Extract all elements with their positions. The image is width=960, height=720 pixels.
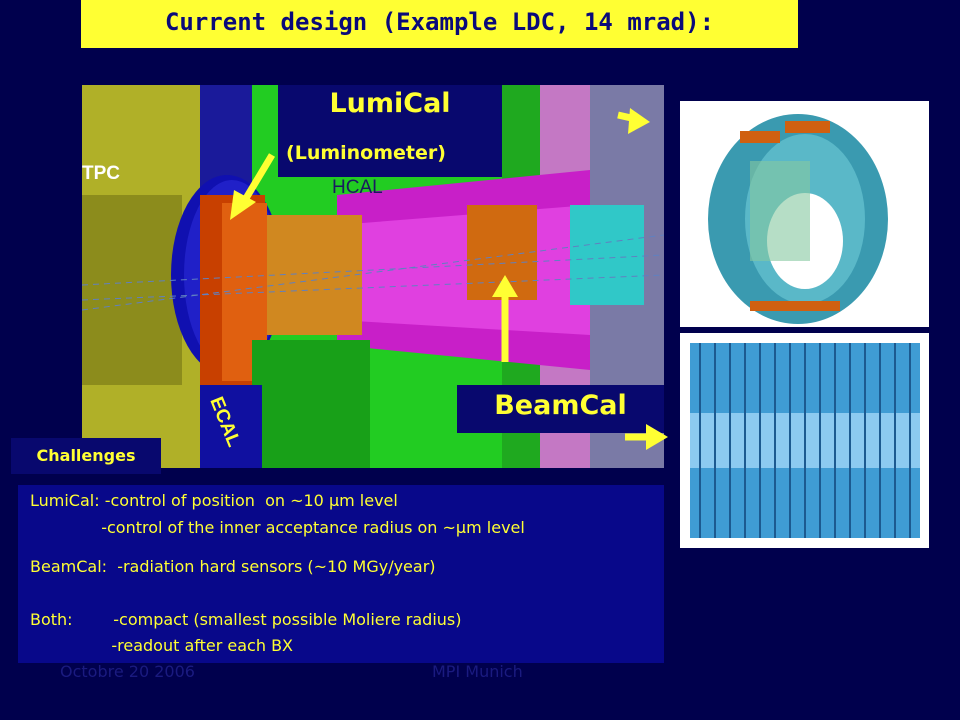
- tpc-shade: [82, 195, 182, 385]
- title-banner: [81, 0, 798, 48]
- luminometer-label: (Luminometer): [286, 142, 446, 164]
- challenge-line-1: LumiCal: -control of position on ~10 μm …: [30, 491, 398, 510]
- beamcal-label: BeamCal: [494, 390, 627, 421]
- beamcal-label-box: [457, 385, 664, 433]
- lumical-label-box: [278, 85, 502, 177]
- challenges-tab: [11, 438, 161, 474]
- arrow-head-beamcal: [492, 275, 518, 297]
- challenges-panel: [18, 485, 664, 663]
- challenge-line-3: BeamCal: -radiation hard sensors (~10 MG…: [30, 557, 436, 576]
- challenge-line-5: -readout after each BX: [30, 636, 294, 655]
- tpc-label: TPC: [82, 163, 120, 184]
- arrow-head-upper: [628, 108, 650, 134]
- lumical-render-image: [680, 101, 929, 327]
- arrow-to-lumical: [238, 153, 276, 207]
- footer-date: Octobre 20 2006: [60, 662, 195, 681]
- beam-pipe-end: [570, 205, 644, 305]
- lumical-label: LumiCal: [329, 88, 451, 119]
- hcal-label: HCAL: [332, 177, 383, 198]
- arrows-to-photos: [617, 108, 668, 450]
- ecal-lower: [252, 340, 370, 468]
- beamcal-render-image: [680, 333, 929, 548]
- footer-place: MPI Munich: [432, 662, 523, 681]
- challenges-heading: Challenges: [36, 446, 136, 465]
- challenge-line-2: -control of the inner acceptance radius …: [30, 518, 525, 537]
- arrow-head-lumical: [230, 190, 256, 220]
- arrow-head-lower: [646, 424, 668, 450]
- ecal-strip: [200, 385, 262, 468]
- page-title: Current design (Example LDC, 14 mrad):: [164, 8, 715, 36]
- challenge-line-4: Both: -compact (smallest possible Molier…: [30, 610, 462, 629]
